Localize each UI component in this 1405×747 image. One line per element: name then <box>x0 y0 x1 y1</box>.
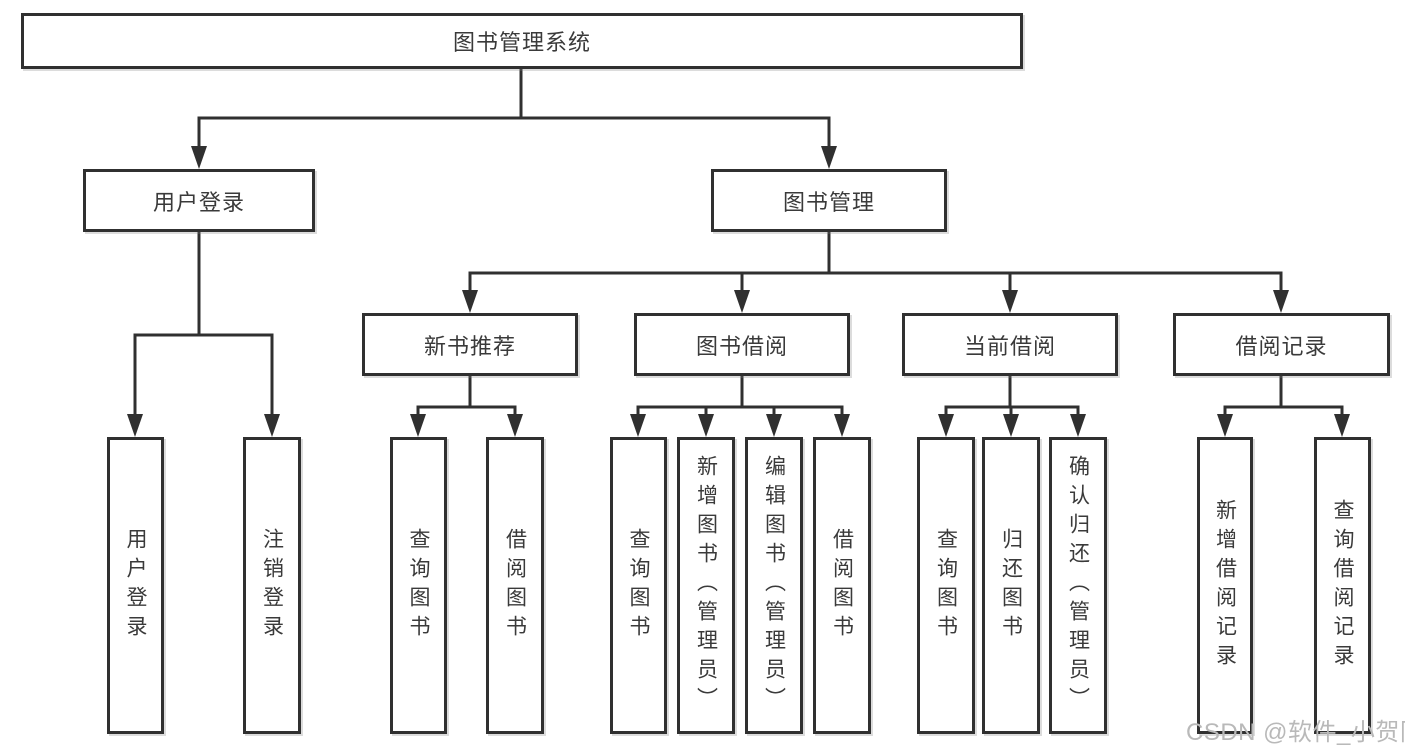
node-root-system: 图书管理系统 <box>21 13 1023 69</box>
leaf-query-borrow-record: 查询借阅记录 <box>1314 437 1371 734</box>
leaf-label: 查询图书 <box>934 527 958 644</box>
leaf-label: 借阅图书 <box>830 527 854 644</box>
csdn-watermark: CSDN @软件_小贺同学 <box>1186 719 1405 746</box>
leaf-label: 新增借阅记录 <box>1213 498 1237 673</box>
leaf-label: 确认归还（管理员） <box>1066 455 1090 716</box>
leaf-return-book: 归还图书 <box>982 437 1040 734</box>
leaf-label: 编辑图书（管理员） <box>762 455 786 716</box>
leaf-logout: 注销登录 <box>243 437 301 734</box>
leaf-label: 注销登录 <box>260 527 284 644</box>
leaf-borrow-books-recommend: 借阅图书 <box>486 437 544 734</box>
leaf-borrow-books: 借阅图书 <box>813 437 871 734</box>
leaf-label: 新增图书（管理员） <box>694 455 718 716</box>
node-borrow-records: 借阅记录 <box>1173 313 1390 376</box>
leaf-label: 查询图书 <box>627 527 650 644</box>
leaf-query-books-current: 查询图书 <box>917 437 975 734</box>
leaf-add-book-admin: 新增图书（管理员） <box>677 437 735 734</box>
leaf-label: 借阅图书 <box>503 527 527 644</box>
node-new-book-recommend: 新书推荐 <box>362 313 578 376</box>
leaf-user-login: 用户登录 <box>107 437 164 734</box>
arrowheads <box>127 146 1350 437</box>
leaf-query-books-borrow: 查询图书 <box>610 437 667 734</box>
node-book-borrow: 图书借阅 <box>634 313 850 376</box>
leaf-label: 查询图书 <box>407 527 430 644</box>
node-user-login: 用户登录 <box>83 169 315 232</box>
leaf-query-books-recommend: 查询图书 <box>390 437 447 734</box>
leaf-confirm-return-admin: 确认归还（管理员） <box>1049 437 1107 734</box>
leaf-edit-book-admin: 编辑图书（管理员） <box>745 437 803 734</box>
leaf-add-borrow-record: 新增借阅记录 <box>1197 437 1253 734</box>
node-current-borrow: 当前借阅 <box>902 313 1118 376</box>
leaf-label: 查询借阅记录 <box>1331 498 1354 673</box>
leaf-label: 归还图书 <box>999 527 1023 644</box>
leaf-label: 用户登录 <box>124 527 147 644</box>
node-book-management: 图书管理 <box>711 169 947 232</box>
